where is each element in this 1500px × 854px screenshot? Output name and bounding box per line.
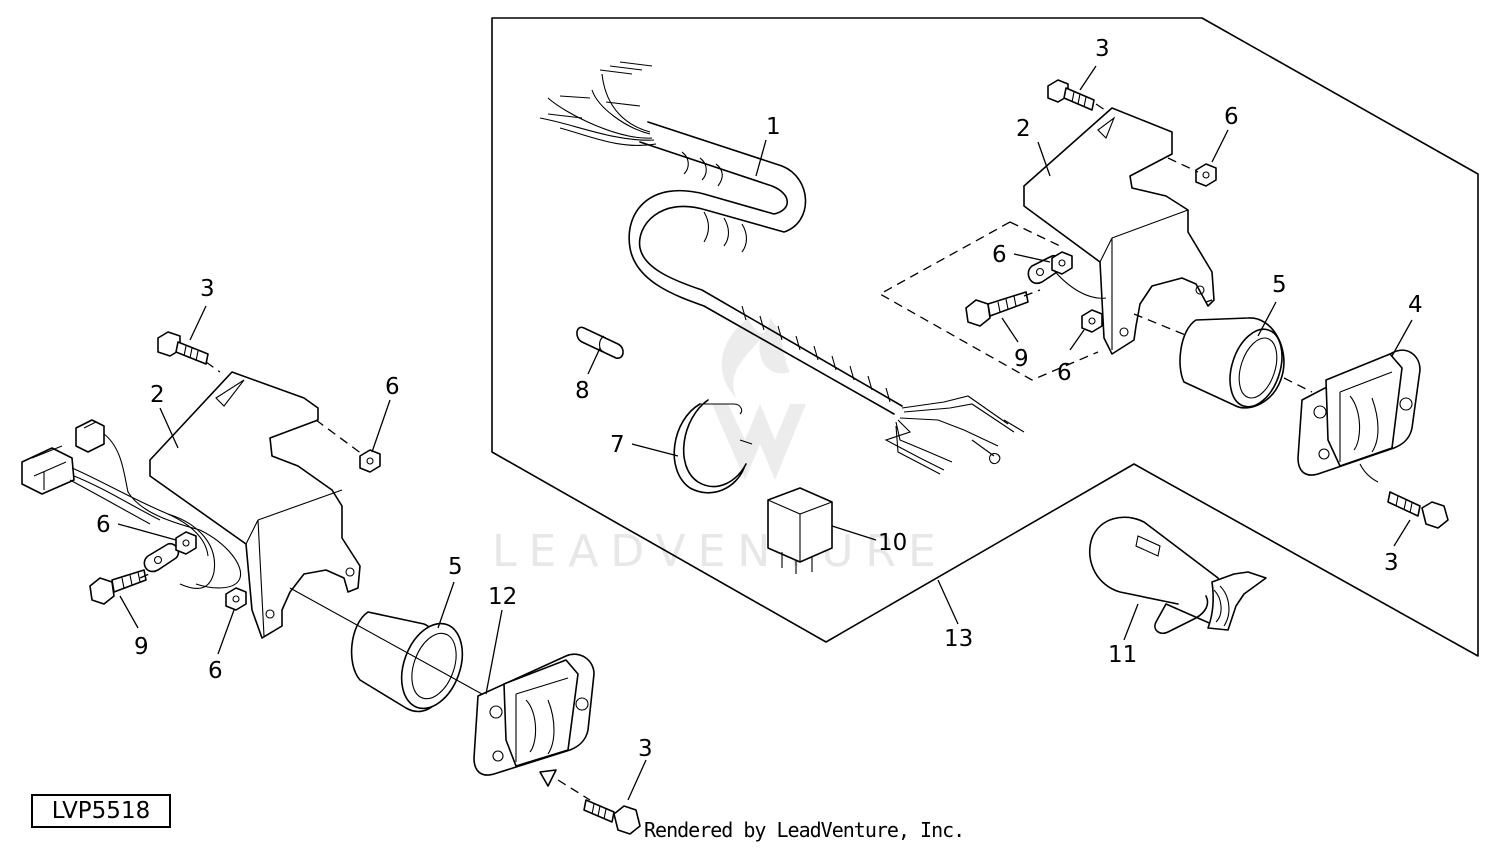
capscrew-top-lower: [157, 331, 209, 365]
callout-wiring-harness: 1: [766, 114, 781, 140]
hidden-lines: [139, 103, 1313, 801]
bracket-lower: [149, 371, 361, 639]
relay: [767, 487, 833, 574]
callout-nut-upper-right: 6: [1224, 104, 1239, 130]
nut-lower-bottom: [225, 587, 247, 611]
receptacle-lower: [473, 653, 595, 787]
figure-id-label: LVP5518: [31, 794, 171, 828]
receptacle-upper: [1297, 349, 1421, 483]
nut-lower-inner: [175, 531, 197, 555]
callout-bracket-upper: 2: [1016, 116, 1031, 142]
capscrew-bottom-lower: [583, 799, 641, 835]
callout-screw-lower: 9: [134, 634, 149, 660]
fuse: [576, 326, 624, 359]
callout-sleeve-upper: 5: [1272, 272, 1287, 298]
plug: [1088, 516, 1267, 635]
capscrew-top-upper: [1047, 79, 1095, 111]
callout-nut-lower-inner: 6: [96, 512, 111, 538]
callout-relay: 10: [878, 530, 907, 556]
ground-lug-lower: [143, 542, 180, 573]
nut-upper-lower: [1081, 309, 1103, 333]
watermark-logo: [712, 318, 806, 480]
callout-bracket-lower: 2: [150, 382, 165, 408]
callout-nut-upper-lower: 6: [1057, 360, 1072, 386]
wiring-harness: [539, 61, 1025, 475]
callout-receptacle-upper: 4: [1408, 292, 1423, 318]
sleeve-lower: [289, 587, 501, 713]
render-credit: Rendered by LeadVenture, Inc.: [644, 818, 965, 842]
callout-fuse: 8: [575, 378, 590, 404]
screw-upper: [965, 291, 1029, 327]
callout-nut-upper-inner: 6: [992, 242, 1007, 268]
leader-lines: [117, 65, 1413, 801]
callout-sleeve-lower: 5: [448, 554, 463, 580]
callout-nut-lower-bottom: 6: [208, 658, 223, 684]
callout-receptacle-lower: 12: [488, 584, 517, 610]
kit-boundary: [491, 17, 1479, 657]
nut-upper-inner: [1051, 251, 1073, 275]
sleeve-upper: [1179, 317, 1285, 409]
nut-upper-right: [1195, 163, 1217, 187]
callout-capscrew-top-upper: 3: [1095, 36, 1110, 62]
screw-lower: [89, 569, 147, 605]
callout-capscrew-right-upper: 3: [1384, 550, 1399, 576]
bracket-upper: [1023, 107, 1215, 355]
callout-strap: 7: [610, 432, 625, 458]
strap: [673, 399, 753, 494]
callout-screw-upper: 9: [1014, 346, 1029, 372]
capscrew-right-upper: [1387, 491, 1449, 529]
callout-nut-lower-right: 6: [385, 374, 400, 400]
subassembly-boundary: [878, 221, 1099, 381]
callout-capscrew-bottom-lower: 3: [638, 736, 653, 762]
callout-capscrew-top-lower: 3: [200, 276, 215, 302]
nut-lower-right: [359, 449, 381, 473]
callout-plug: 11: [1108, 642, 1137, 668]
lower-connectors: [21, 419, 242, 590]
watermark-text: LEADVENTURE: [492, 526, 948, 577]
callout-kit: 13: [944, 626, 973, 652]
